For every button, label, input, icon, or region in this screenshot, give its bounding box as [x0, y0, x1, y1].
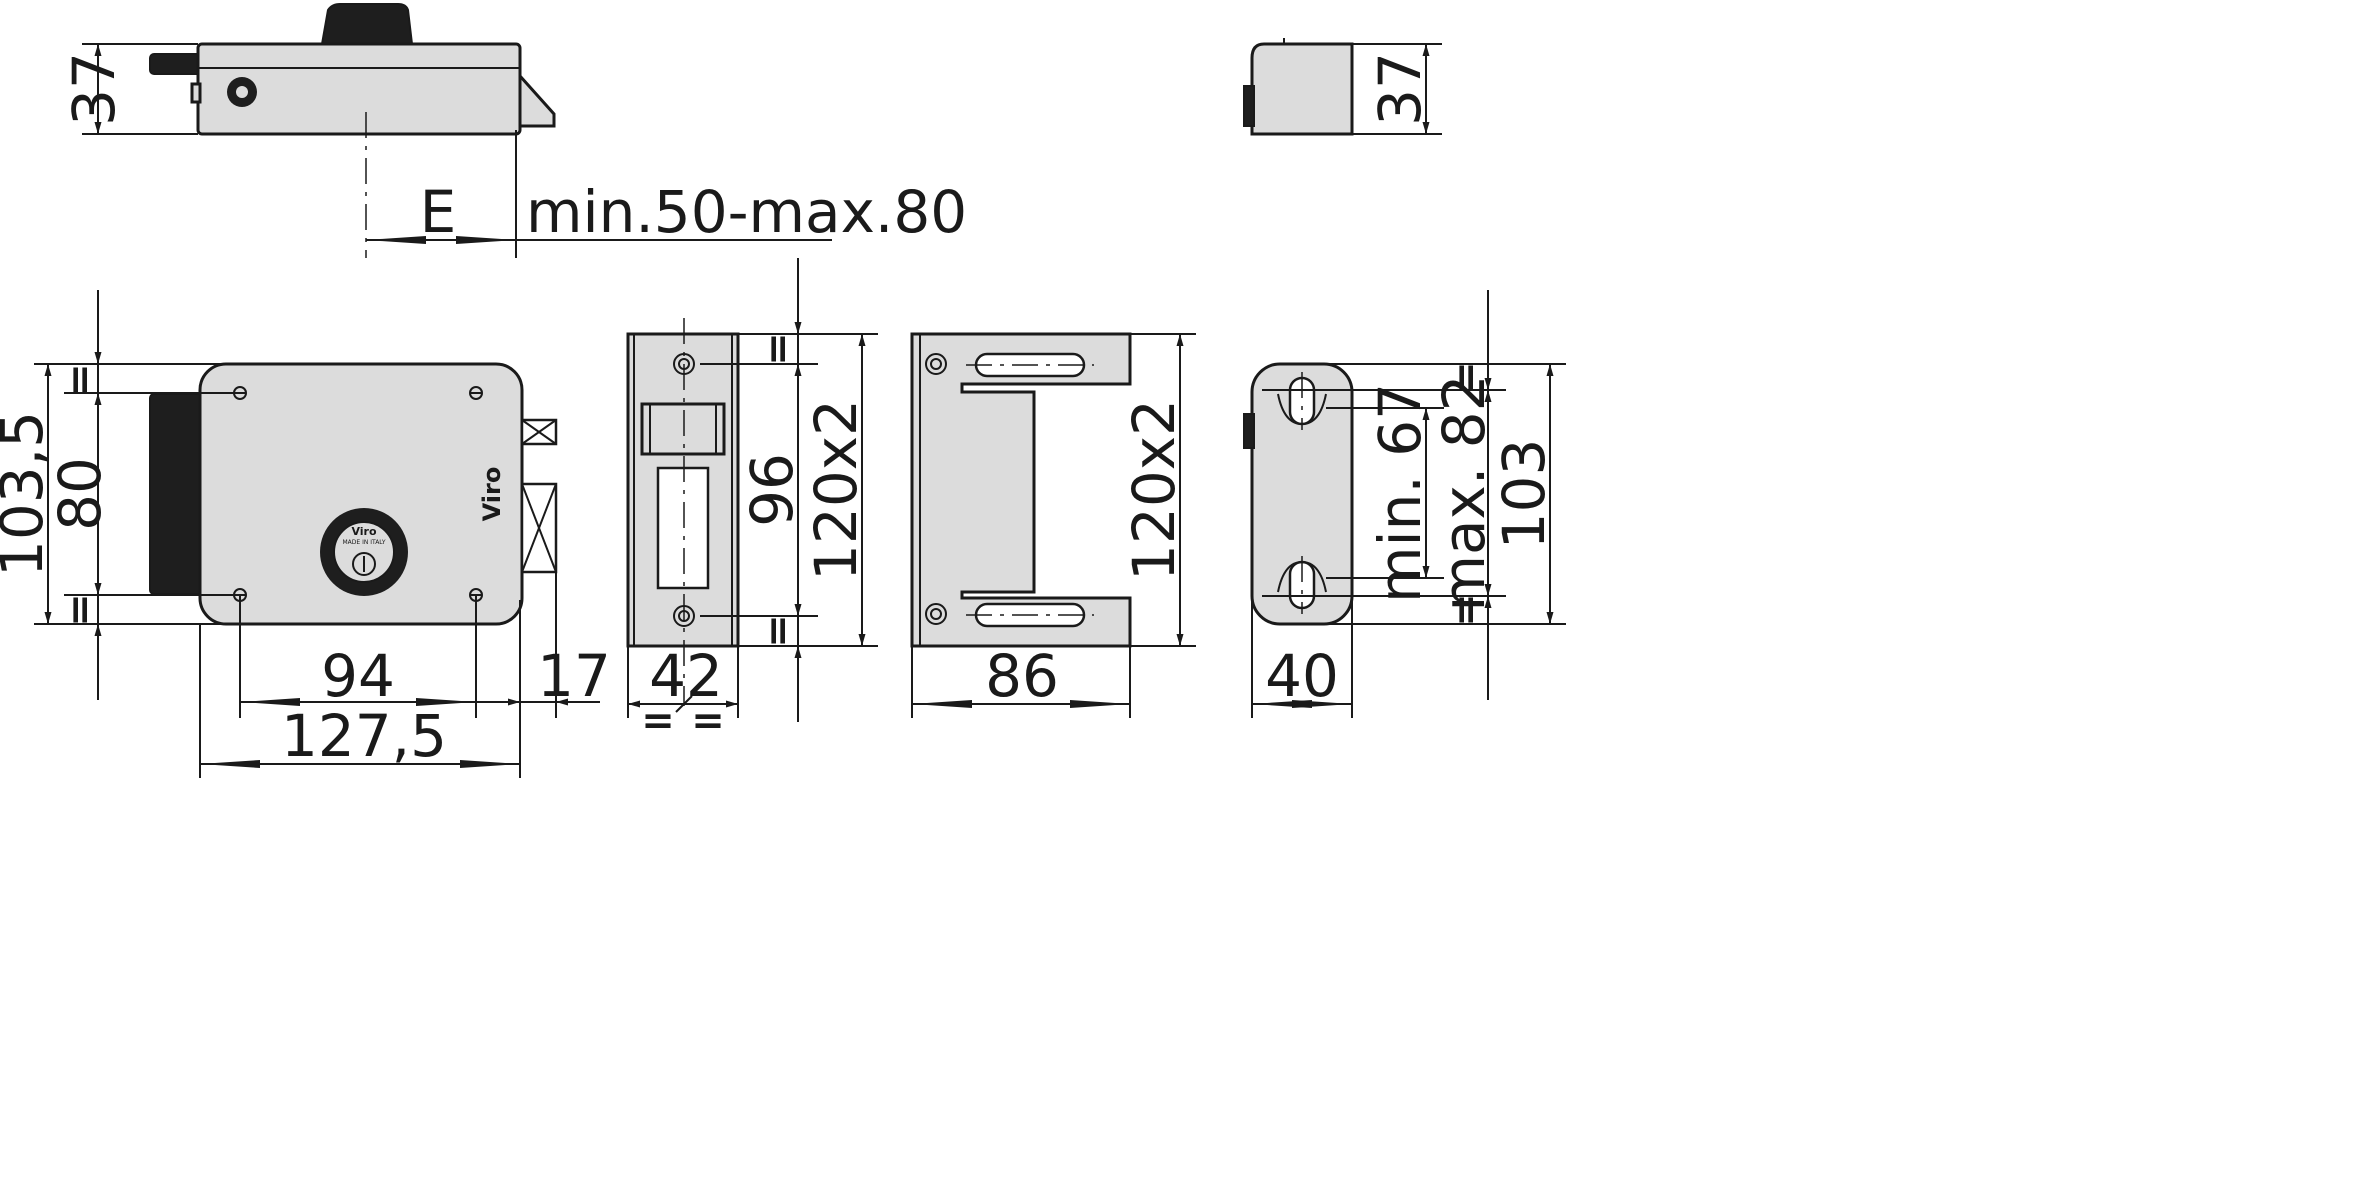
front-total-height-label: 103,5: [0, 411, 56, 577]
side-height-label: 103: [1490, 439, 1558, 550]
backset-label: E: [420, 178, 457, 246]
keeper-slot: [656, 466, 710, 590]
side-top-body: [1250, 42, 1354, 136]
front-hole-v-label: 80: [46, 457, 114, 531]
side-top-height-label: 37: [1366, 52, 1434, 126]
cylinder-made-label: MADE IN ITALY: [342, 539, 385, 546]
equal-mark: =: [1443, 361, 1489, 395]
latch-cross: [521, 483, 557, 573]
bracket: 120x2 86: [910, 332, 1196, 718]
cylinder-brand-label: Viro: [351, 525, 377, 538]
side-view-top: 37: [1243, 38, 1442, 136]
top-height-label: 37: [60, 52, 128, 126]
backset-range-label: min.50-max.80: [526, 178, 967, 246]
knob-shape: [320, 3, 414, 45]
screw-hole-center: [236, 86, 248, 98]
dim-center-tick: [675, 695, 693, 713]
cylinder-icon: Viro MADE IN ITALY: [320, 508, 408, 596]
side-lever: [1243, 413, 1255, 449]
keeper-width-label: 42: [649, 642, 723, 710]
front-hole-h-label: 94: [321, 642, 395, 710]
equal-mark: =: [691, 698, 725, 744]
equal-mark: =: [755, 332, 801, 366]
bracket-width-label: 86: [985, 642, 1059, 710]
top-view: 37 E min.50-max.80: [60, 3, 967, 258]
slot-min-label: min. 67: [1366, 383, 1434, 603]
side-top-lever: [1243, 85, 1255, 127]
bolt-projection-label: 17: [537, 642, 611, 710]
side-view: min. 67 max. 82 = = 103 40: [1243, 290, 1566, 718]
deadbolt-cross: [521, 419, 557, 445]
equal-mark: =: [641, 698, 675, 744]
slot-max-label: max. 82: [1430, 374, 1498, 611]
lever-shape: [149, 53, 203, 75]
mounting-block: [149, 393, 207, 595]
keeper-height-label: 120x2: [802, 399, 870, 581]
keeper-plate: 96 = = 120x2 42 = =: [626, 258, 878, 744]
side-width-label: 40: [1265, 642, 1339, 710]
keeper-hole-spacing-label: 96: [738, 453, 806, 527]
side-body: [1250, 362, 1354, 626]
screw-icon: [925, 603, 947, 625]
equal-mark: =: [1443, 593, 1489, 627]
screw-icon: [469, 386, 483, 400]
side-pin-shape: [190, 82, 202, 104]
equal-mark: =: [57, 593, 103, 627]
brand-vertical-label: Viro: [478, 467, 506, 522]
front-view: Viro MADE IN ITALY Viro 103,5 80 = = 94 …: [0, 290, 611, 778]
equal-mark: =: [57, 363, 103, 397]
latch-bolt-shape: [518, 72, 556, 128]
keeper-recess: [640, 402, 726, 456]
bracket-height-label: 120x2: [1120, 399, 1188, 581]
screw-icon: [925, 353, 947, 375]
front-total-width-label: 127,5: [281, 702, 447, 770]
equal-mark: =: [755, 614, 801, 648]
bracket-body: [910, 332, 1132, 648]
